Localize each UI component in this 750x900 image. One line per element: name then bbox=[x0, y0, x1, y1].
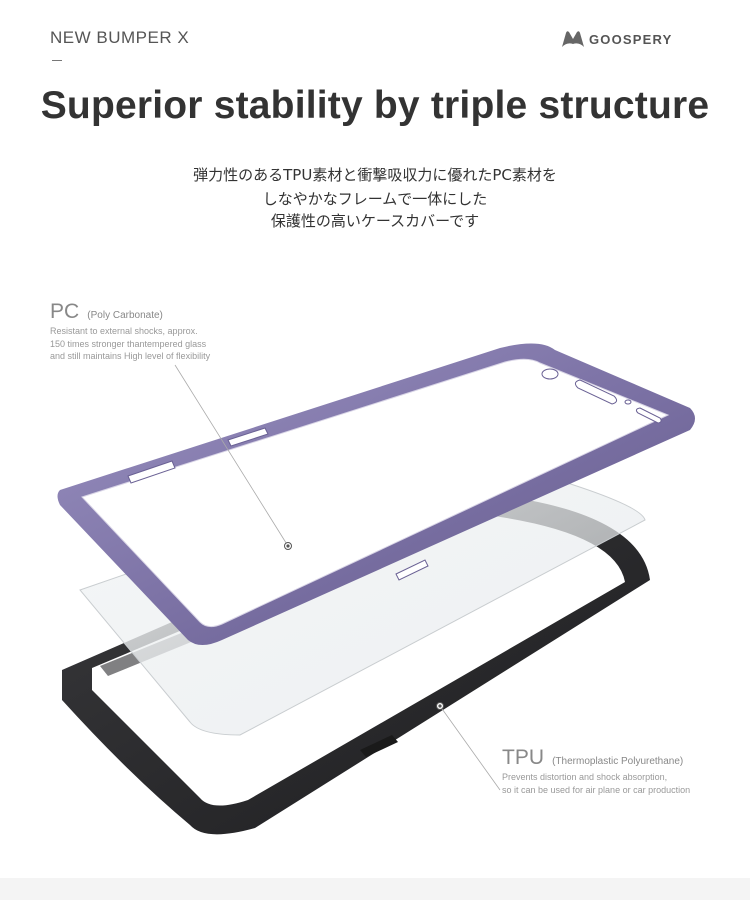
pc-spec-subtitle: (Poly Carbonate) bbox=[87, 310, 163, 321]
tpu-callout-line bbox=[439, 705, 501, 791]
tpu-spec-title: TPU bbox=[502, 746, 544, 769]
description-line-1: 弾力性のあるTPU素材と衝撃吸収力に優れたPC素材を bbox=[193, 166, 557, 184]
tpu-spec: TPU (Thermoplastic Polyurethane) Prevent… bbox=[502, 746, 690, 796]
tpu-spec-line: so it can be used for air plane or car p… bbox=[502, 784, 691, 795]
description-line-2: しなやかなフレームで一体にした bbox=[262, 190, 488, 208]
product-name: NEW BUMPER X bbox=[50, 28, 190, 47]
headline: Superior stability by triple structure bbox=[40, 84, 710, 127]
product-dash-divider bbox=[52, 60, 62, 61]
description-line-3: 保護性の高いケースカバーです bbox=[270, 212, 480, 230]
tpu-spec-subtitle: (Thermoplastic Polyurethane) bbox=[552, 756, 684, 767]
bottom-band bbox=[0, 878, 750, 900]
pc-spec-line: Resistant to external shocks, approx. bbox=[50, 326, 198, 336]
purple-bumper-frame bbox=[57, 343, 695, 645]
tpu-spec-line: Prevents distortion and shock absorption… bbox=[502, 772, 668, 782]
pc-spec-title: PC bbox=[50, 300, 80, 323]
brand-logo: GOOSPERY bbox=[561, 29, 673, 49]
goospery-m-logo-icon bbox=[562, 31, 584, 47]
pc-spec-line: 150 times stronger thantempered glass bbox=[50, 338, 207, 349]
pc-spec-line: and still maintains High level of flexib… bbox=[50, 351, 211, 361]
pc-callout-line bbox=[174, 364, 289, 547]
brand-name: GOOSPERY bbox=[589, 31, 673, 47]
pc-spec: PC (Poly Carbonate) Resistant to externa… bbox=[50, 300, 210, 363]
